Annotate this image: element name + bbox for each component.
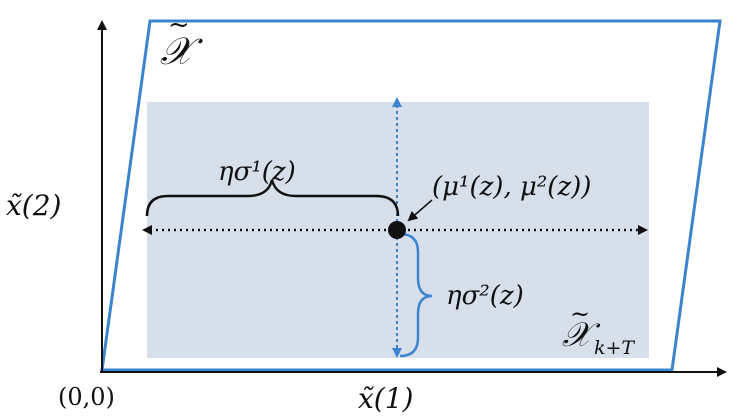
x-axis-label: x̃(1) [358, 382, 413, 415]
center-point [388, 221, 406, 239]
height-brace [399, 232, 433, 358]
set-parallelogram [100, 19, 722, 372]
width-label: ησ¹(z) [218, 157, 296, 187]
set-label-tilde: ~ [168, 10, 190, 40]
set-label: 𝒳 [160, 29, 203, 73]
region-label-tilde: ~ [570, 300, 590, 328]
width-brace [145, 179, 400, 217]
height-label: ησ²(z) [446, 281, 524, 311]
center-point-label: (μ¹(z), μ²(z)) [432, 172, 591, 202]
origin-label: (0,0) [58, 383, 115, 411]
center-pointer-arrow [407, 199, 433, 222]
y-axis-label: x̃(2) [6, 189, 61, 222]
region-label-subscript: k+T [594, 337, 635, 359]
